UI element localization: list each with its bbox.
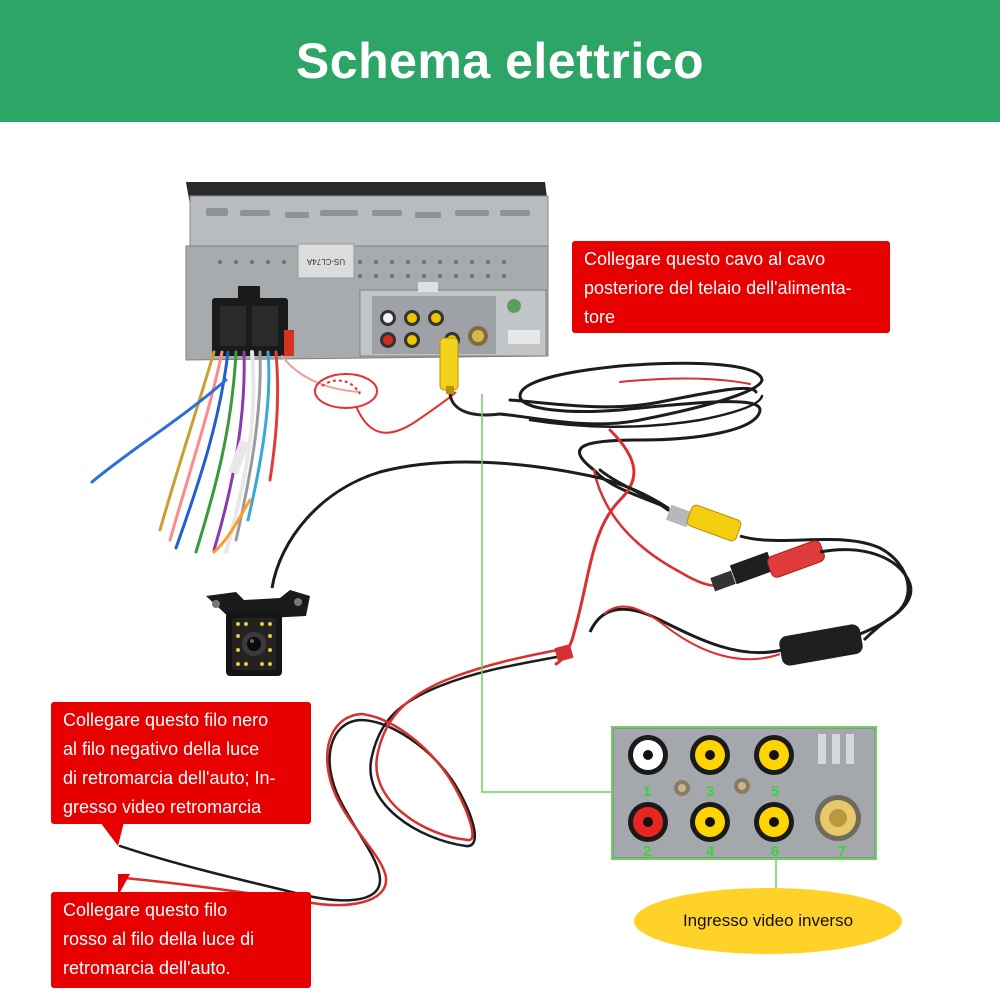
header-banner: Schema elettrico	[0, 0, 1000, 122]
rca-port-5: 5	[754, 735, 794, 800]
guide-lines	[481, 394, 777, 890]
callout-black-wire: Collegare questo filo nero al filo negat…	[51, 702, 311, 824]
rca-port-6-number: 6	[771, 843, 779, 860]
callout-red-wire-line-3: retromarcia dell'auto.	[63, 958, 231, 978]
rca-port-6: 6	[754, 802, 794, 860]
rear-camera	[206, 590, 310, 676]
callout-power-cable-line-3: tore	[584, 307, 616, 327]
callout-power-cable: Collegare questo cavo al cavo posteriore…	[572, 241, 890, 333]
rca-port-3-number: 3	[706, 783, 714, 800]
extension-yellow-rca-plug	[665, 504, 910, 620]
callout-red-wire-line-2: rosso al filo della luce di	[63, 929, 255, 949]
rca-port-2: 2	[628, 802, 668, 860]
rca-port-7-number: 7	[838, 843, 846, 860]
rca-port-4-number: 4	[706, 843, 715, 860]
callout-red-pointer	[118, 874, 130, 896]
reverse-trigger-wire	[118, 644, 574, 907]
power-cable-marker	[314, 373, 378, 409]
dc-power-plug	[710, 540, 913, 636]
extension-cable-coil	[498, 361, 764, 666]
model-label: US-CL74A	[306, 257, 345, 266]
callout-red-wire: Collegare questo filo rosso al filo dell…	[51, 892, 311, 988]
callout-black-pointer	[100, 822, 124, 846]
rca-port-1: 1	[628, 735, 668, 800]
rca-port-2-number: 2	[643, 843, 651, 860]
callout-black-wire-line-4: gresso video retromarcia	[63, 797, 262, 817]
wire-harness	[90, 350, 361, 554]
callout-black-wire-line-2: al filo negativo della luce	[63, 739, 260, 759]
page-title: Schema elettrico	[295, 33, 705, 89]
callout-power-cable-line-2: posteriore del telaio dell'alimenta-	[584, 278, 852, 298]
head-unit: US-CL74A	[185, 182, 549, 361]
reverse-video-input-text: Ingresso video inverso	[682, 911, 854, 930]
callout-black-wire-line-1: Collegare questo filo nero	[63, 710, 269, 730]
rca-port-4: 4	[690, 802, 730, 860]
yellow-rca-plug	[439, 337, 459, 394]
rca-port-5-number: 5	[771, 783, 779, 800]
rca-port-inset: 1 3 5 2 4 6 7	[611, 726, 877, 860]
reverse-video-input-label: Ingresso video inverso	[634, 888, 902, 954]
callout-black-wire-line-3: di retromarcia dell'auto; In-	[63, 768, 276, 788]
rca-port-1-number: 1	[643, 783, 651, 800]
cable-junction	[588, 605, 891, 666]
callout-power-cable-line-1: Collegare questo cavo al cavo	[584, 249, 826, 269]
rca-port-3: 3	[690, 735, 730, 800]
rca-port-7: 7	[815, 795, 861, 860]
callout-red-wire-line-1: Collegare questo filo	[63, 900, 228, 920]
